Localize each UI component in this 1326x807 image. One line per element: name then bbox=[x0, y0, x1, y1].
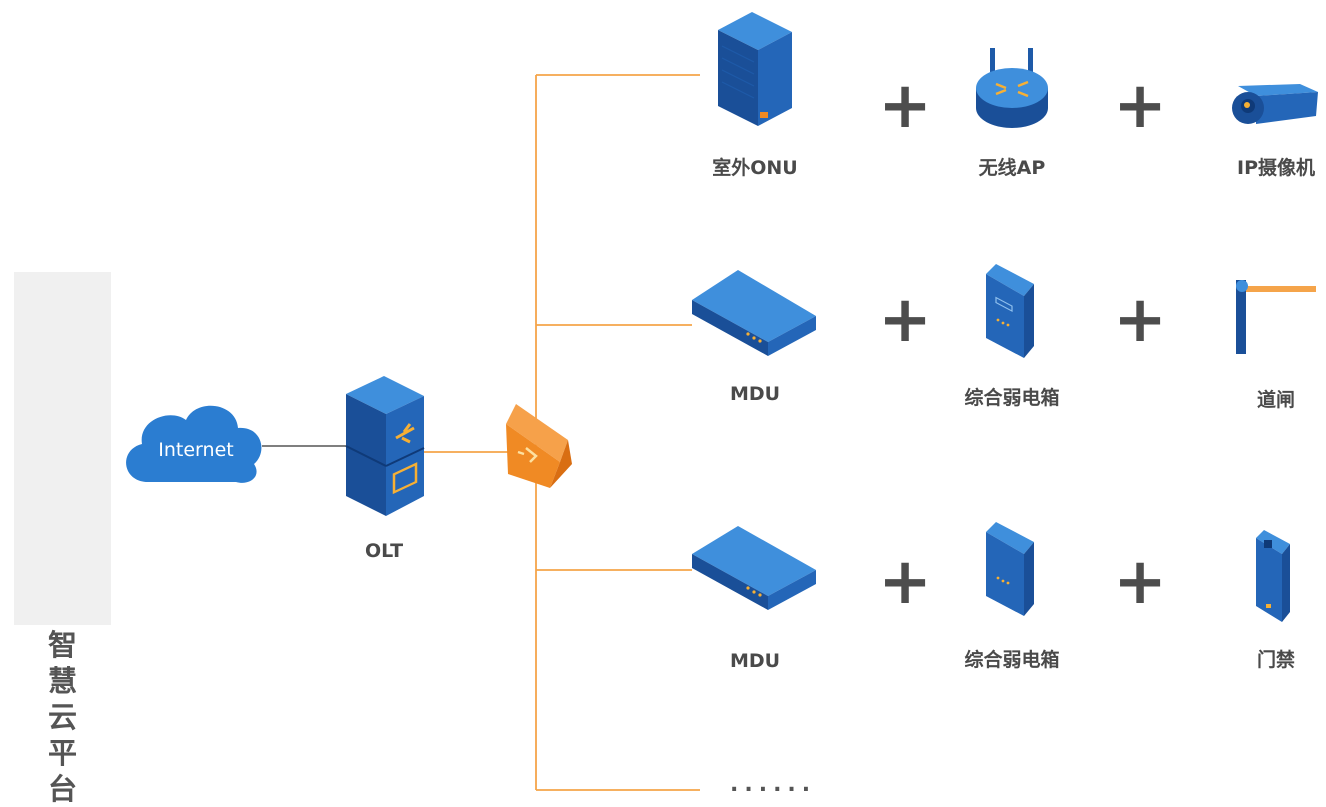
weak-current-box-icon bbox=[986, 264, 1034, 358]
plus-symbol: + bbox=[878, 545, 932, 619]
wireless-ap-icon bbox=[976, 48, 1048, 128]
fiber-tree bbox=[535, 74, 700, 791]
barrier-gate-label: 道闸 bbox=[1256, 389, 1296, 411]
ip-camera-icon bbox=[1232, 84, 1318, 124]
platform-title-char: 平 bbox=[47, 736, 77, 770]
olt-label: OLT bbox=[364, 540, 404, 562]
plus-symbol: + bbox=[1113, 283, 1167, 357]
mdu-icon bbox=[692, 526, 816, 610]
more-ellipsis: ...... bbox=[730, 772, 817, 797]
plus-symbol: + bbox=[878, 69, 932, 143]
wireless-ap-label: 无线AP bbox=[978, 157, 1046, 179]
mdu-icon bbox=[692, 270, 816, 356]
mdu-label: MDU bbox=[729, 650, 781, 672]
ip-camera-label: IP摄像机 bbox=[1237, 157, 1315, 179]
cloud-icon: Internet bbox=[126, 405, 262, 483]
plus-symbol: + bbox=[878, 283, 932, 357]
platform-title-char: 云 bbox=[47, 700, 77, 734]
platform-title-char: 智 bbox=[47, 628, 77, 662]
internet-label: Internet bbox=[158, 439, 233, 461]
optical-splitter-icon bbox=[506, 404, 572, 488]
weak-current-box-label: 综合弱电箱 bbox=[964, 387, 1060, 409]
platform-title: 智 慧 云 平 台 bbox=[14, 627, 111, 807]
barrier-gate-icon bbox=[1236, 280, 1316, 354]
access-control-icon bbox=[1256, 530, 1290, 622]
platform-panel: 智 慧 云 平 台 bbox=[14, 272, 111, 806]
weak-current-box-label: 综合弱电箱 bbox=[964, 649, 1060, 671]
plus-symbol: + bbox=[1113, 69, 1167, 143]
outdoor-onu-icon bbox=[718, 12, 792, 126]
mdu-label: MDU bbox=[729, 383, 781, 405]
platform-title-char: 慧 bbox=[47, 664, 77, 698]
outdoor-onu-label: 室外ONU bbox=[712, 157, 798, 179]
plus-symbol: + bbox=[1113, 545, 1167, 619]
weak-current-box-icon bbox=[986, 522, 1034, 616]
access-control-label: 门禁 bbox=[1256, 649, 1296, 671]
olt-icon bbox=[345, 376, 425, 516]
